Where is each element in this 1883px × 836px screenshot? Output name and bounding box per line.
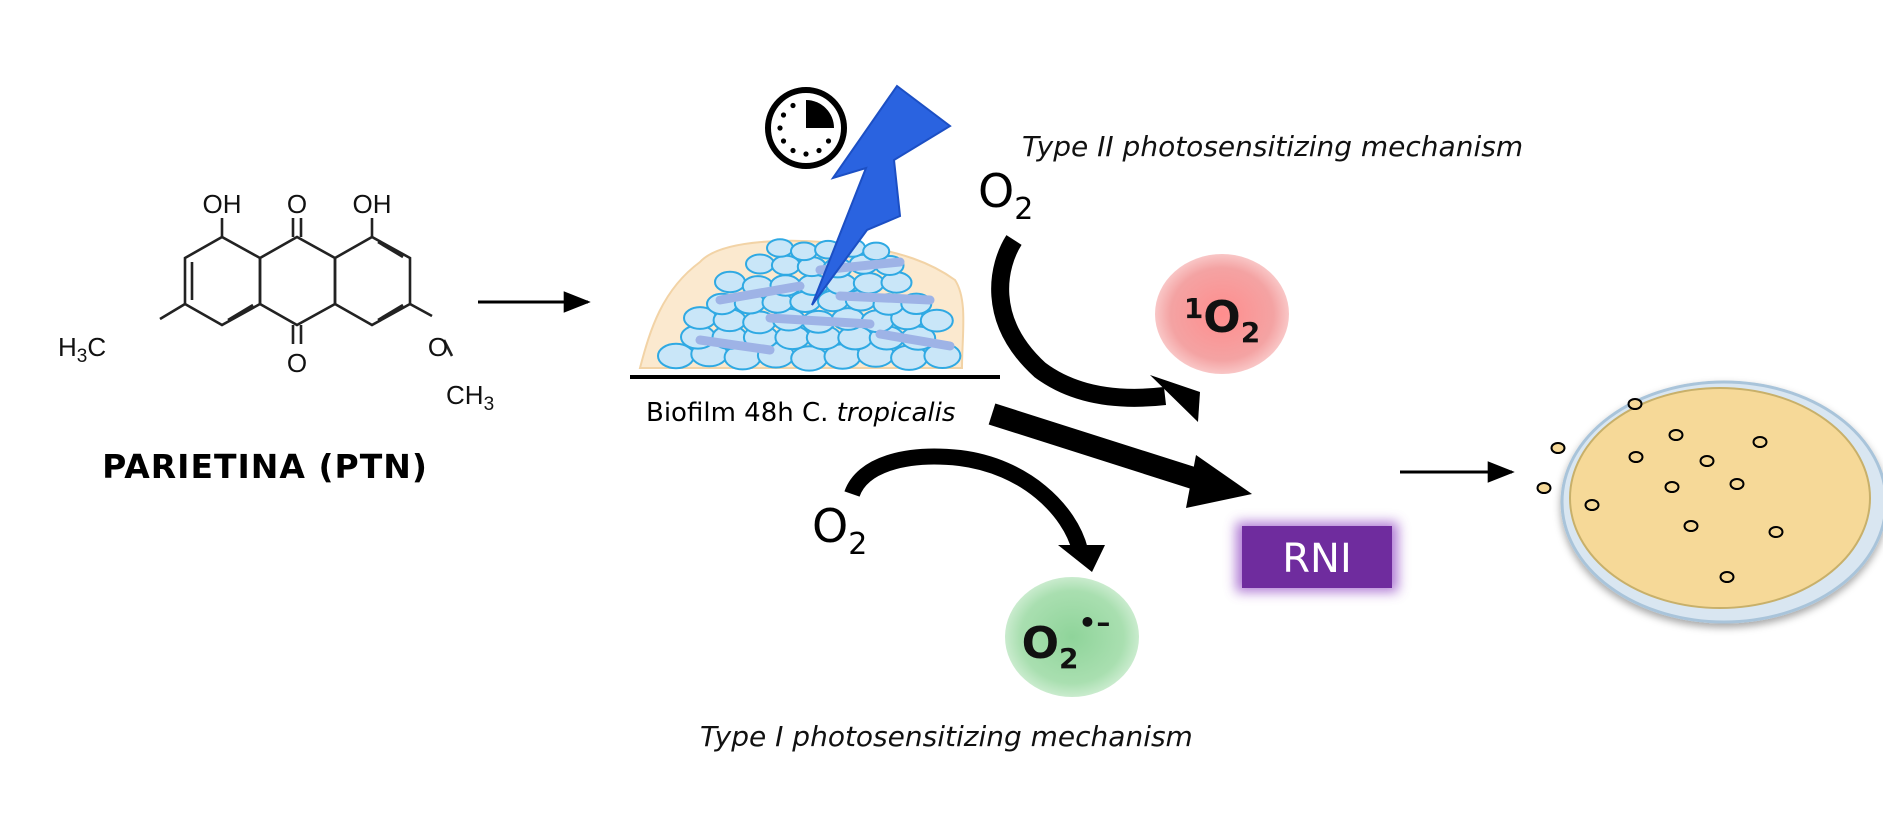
yeast-cell	[852, 272, 885, 295]
colony	[1668, 429, 1684, 441]
colony	[1584, 499, 1600, 511]
colony	[1683, 520, 1699, 532]
oh-right-label: OH	[353, 189, 392, 219]
rni-box	[1242, 526, 1392, 588]
yeast-cell	[862, 241, 891, 262]
hypha	[875, 329, 955, 351]
singlet-oxygen-bubble	[1155, 254, 1289, 374]
colony	[1699, 455, 1715, 467]
colonies	[1536, 398, 1784, 583]
type-i-mechanism-label: Type I photosensitizing mechanism	[700, 720, 1193, 753]
compound-name: PARIETINA (PTN)	[102, 447, 428, 486]
hypha	[765, 313, 875, 329]
yeast-cells	[657, 238, 962, 372]
yeast-cell	[714, 270, 746, 294]
colony	[1550, 442, 1566, 454]
curved-arrow-type-i	[844, 448, 1088, 553]
ether-oxygen-label: O	[428, 332, 448, 362]
molecule-bonds	[159, 218, 454, 357]
oxygen-type-ii: O2	[978, 164, 1033, 227]
biofilm-label: Biofilm 48h C. tropicalis	[646, 398, 955, 428]
yeast-cell	[919, 308, 954, 333]
hypha	[835, 291, 935, 305]
superoxide-label: O2•–	[1022, 606, 1111, 675]
light-bolt-icon	[811, 84, 952, 306]
oxygen-type-i: O2	[812, 499, 867, 562]
colony	[1664, 481, 1680, 493]
hypha	[695, 335, 775, 355]
yeast-cell	[766, 238, 794, 258]
colony	[1719, 571, 1735, 583]
arrowhead-type-i	[1058, 545, 1105, 572]
colony	[1628, 451, 1644, 463]
clock-icon	[765, 87, 847, 169]
methoxy-group-label: CH3	[446, 380, 494, 415]
type-ii-mechanism-label: Type II photosensitizing mechanism	[1022, 130, 1523, 163]
colony	[1729, 478, 1745, 490]
colony	[1752, 436, 1768, 448]
yeast-cell	[790, 241, 818, 262]
rni-label: RNI	[1282, 536, 1352, 582]
methyl-group-label: H3C	[58, 332, 106, 367]
biofilm-illustration	[630, 238, 1000, 379]
yeast-cell	[745, 253, 775, 275]
curved-arrow-type-ii	[991, 235, 1167, 407]
thick-arrowhead-rni	[1186, 455, 1252, 508]
colony	[1536, 482, 1552, 494]
colony	[1768, 526, 1784, 538]
oh-left-label: OH	[203, 189, 242, 219]
parietin-structure: OH O OH O H3C O CH3	[58, 189, 494, 415]
carbonyl-bottom-label: O	[287, 348, 307, 378]
thick-arrow-to-rni	[988, 403, 1216, 495]
singlet-oxygen-label: 1O2	[1184, 292, 1260, 349]
hypha	[715, 281, 805, 305]
arrowhead-type-ii	[1150, 375, 1200, 422]
carbonyl-top-label: O	[287, 189, 307, 219]
colony	[1627, 398, 1643, 410]
petri-dish-icon	[1560, 380, 1883, 624]
superoxide-bubble	[1005, 577, 1139, 697]
